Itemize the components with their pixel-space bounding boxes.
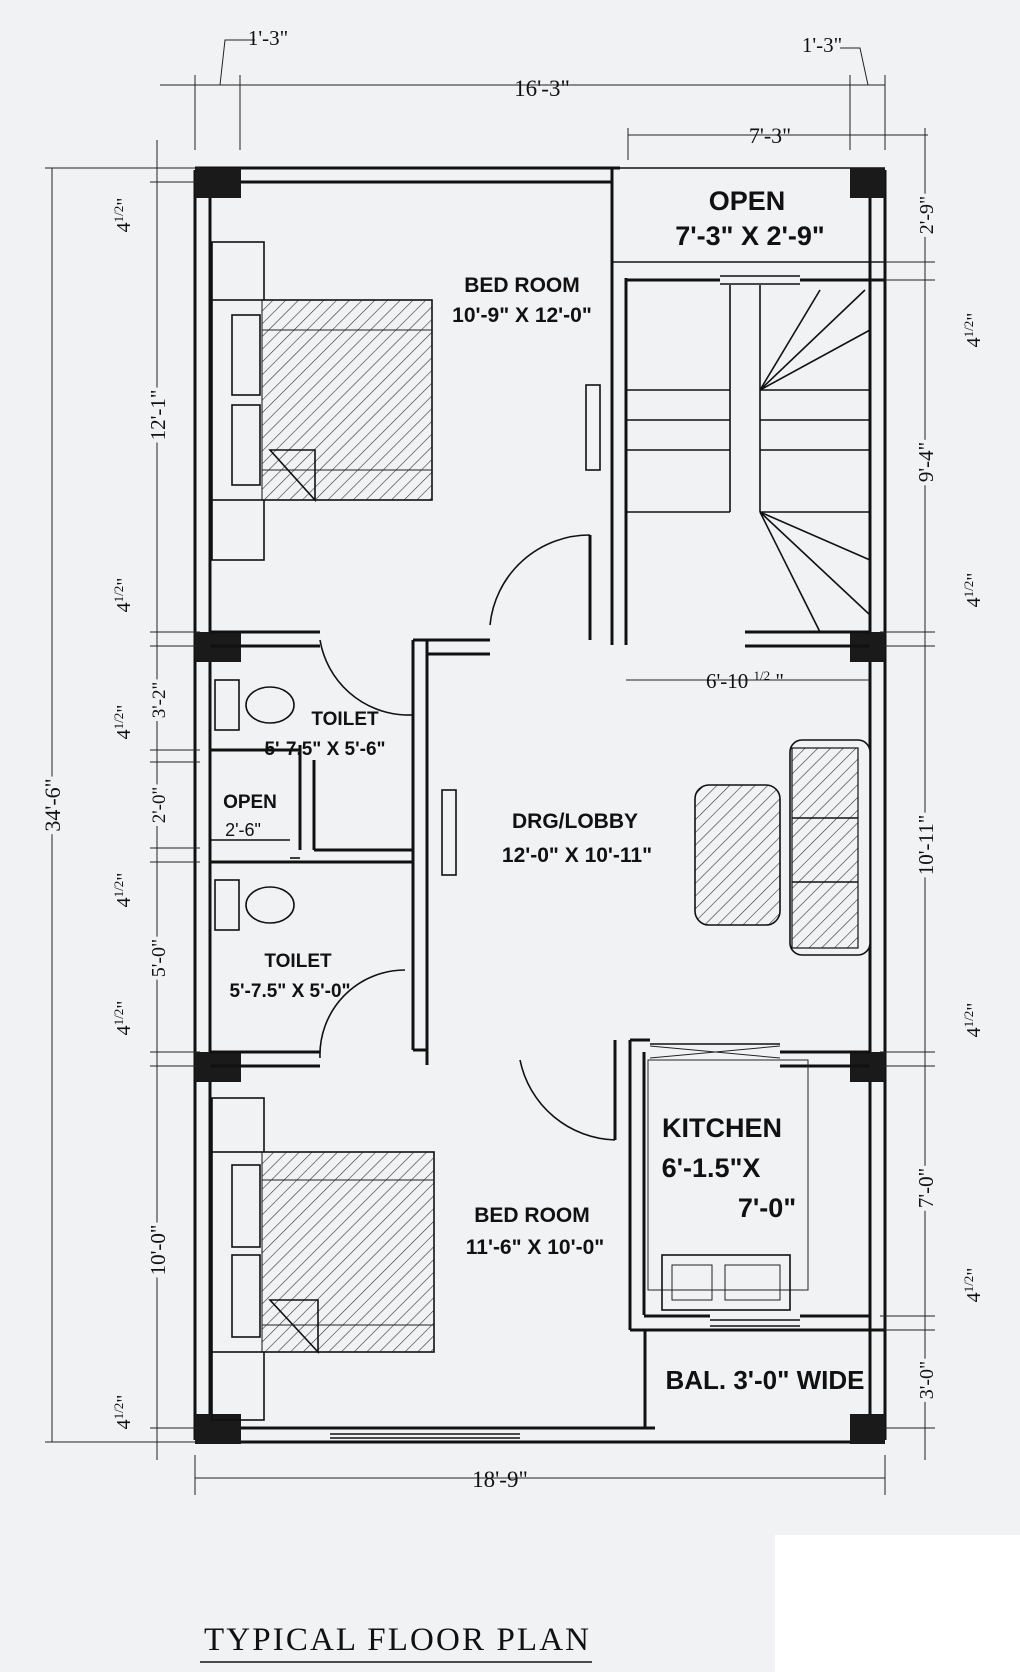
dim-top-open: 7'-3" (749, 123, 791, 148)
dim-left-overall: 34'-6" (40, 778, 65, 831)
dim-right-kitchen: 7'-0" (914, 1168, 938, 1208)
kitchen-size-line2: 7'-0" (738, 1193, 796, 1223)
open-top-name: OPEN (709, 186, 786, 216)
dim-right-stair: 9'-4" (914, 442, 938, 482)
bed2-size: 11'-6" X 10'-0" (466, 1236, 604, 1259)
balcony-label: BAL. 3'-0" WIDE (665, 1365, 864, 1395)
wall-thk-left-4: 41/2" (111, 873, 135, 908)
dim-top-right-wall: 1'-3" (802, 33, 842, 57)
toilet1-name: TOILET (311, 709, 379, 730)
open-small-name: OPEN (223, 792, 277, 813)
tv-units (441, 384, 601, 876)
dim-top-overall: 16'-3" (514, 76, 570, 101)
drg-furniture (694, 739, 871, 956)
open-top-size: 7'-3" X 2'-9" (675, 221, 825, 251)
bed2-furniture (211, 1097, 435, 1421)
toilet1-size: 5'-7.5" X 5'-6" (264, 739, 385, 760)
dimension-labels: 1'-3" 1'-3" 16'-3" 7'-3" 18'-9" 6'-10 1/… (36, 26, 985, 1492)
dim-left-toilet1: 3'-2" (149, 682, 170, 719)
dim-left-bed2: 10'-0" (146, 1225, 170, 1276)
interior-walls (210, 168, 885, 1428)
wall-thk-left-6: 41/2" (111, 1395, 135, 1430)
dim-right-drg: 10'-11" (914, 815, 938, 876)
drg-size: 12'-0" X 10'-11" (502, 844, 652, 867)
dim-left-toilet2: 5'-0" (148, 939, 170, 977)
wall-thk-left-5: 41/2" (111, 1001, 135, 1036)
wall-thk-right-1: 41/2" (961, 313, 985, 348)
wall-thk-right-4: 41/2" (961, 1268, 985, 1303)
toilet-fixtures (214, 679, 300, 931)
drg-name: DRG/LOBBY (512, 810, 638, 833)
wall-thickness-callouts: 41/2" 41/2" 41/2" 41/2" 41/2" 41/2" 41/2… (111, 198, 985, 1430)
dim-stair-width: 6'-10 1/2 " (706, 661, 784, 693)
kitchen-size-line1: 6'-1.5"X (662, 1153, 761, 1183)
blank-patch (775, 1535, 1020, 1672)
wall-thk-left-2: 41/2" (111, 578, 135, 613)
door-swings (319, 534, 781, 1141)
kitchen-name: KITCHEN (662, 1113, 782, 1143)
dim-stair-width-whole: 6'-10 (706, 669, 748, 693)
wall-thk-right-3: 41/2" (961, 1003, 985, 1038)
staircase (626, 285, 871, 633)
bed1-furniture (211, 241, 433, 561)
wall-thk-right-2: 41/2" (961, 573, 985, 608)
dim-stair-width-frac: 1/2 (754, 668, 771, 683)
bed1-name: BED ROOM (464, 274, 580, 297)
dim-bottom-overall: 18'-9" (472, 1467, 528, 1492)
dim-stair-width-inch: " (775, 669, 784, 693)
bed1-size: 10'-9" X 12'-0" (452, 304, 592, 327)
bed2-name: BED ROOM (474, 1204, 590, 1227)
page-title: TYPICAL FLOOR PLAN (204, 1622, 589, 1658)
open-small-size: 2'-6" (225, 820, 261, 840)
wall-thk-left-3: 41/2" (111, 705, 135, 740)
dim-top-left-wall: 1'-3" (248, 26, 288, 50)
dim-right-balcony: 3'-0" (916, 1361, 938, 1399)
dim-left-open: 2'-0" (149, 787, 170, 824)
dimension-lines (45, 39, 935, 1495)
wall-thk-left-1: 41/2" (111, 198, 135, 233)
dim-right-open: 2'-9" (916, 196, 938, 234)
toilet2-name: TOILET (264, 951, 332, 972)
toilet2-size: 5'-7.5" X 5'-0" (229, 981, 350, 1002)
outer-walls (193, 166, 887, 1444)
kitchen-counter (647, 1059, 809, 1311)
room-labels: BED ROOM 10'-9" X 12'-0" OPEN 7'-3" X 2'… (223, 186, 864, 1395)
dim-left-bed1: 12'-1" (146, 390, 170, 441)
